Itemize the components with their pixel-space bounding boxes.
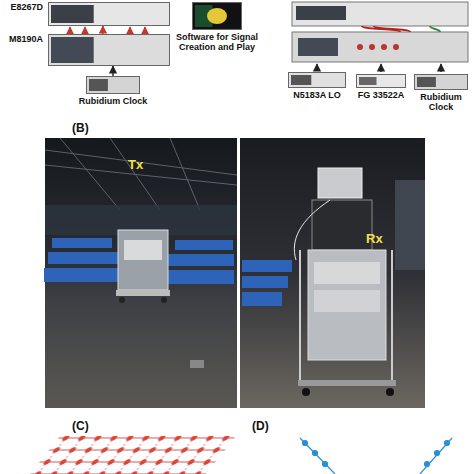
instrument-outline [414,74,468,90]
device-label: Rx [366,232,383,246]
instrument-label: Rubidium Clock [413,92,469,113]
device-label: Tx [128,158,143,172]
instrument-outline [288,72,346,88]
awg-instrument: M8190A [48,34,170,66]
photo-rx [240,138,425,408]
instrument-label: M8190A [9,34,43,44]
clock-instrument: Rubidium Clock [86,76,140,94]
instrument-label: E8267D [10,2,43,12]
panel-label: (D) [252,420,269,433]
panel-label: (C) [72,420,89,433]
panel-label: (B) [72,122,89,135]
instrument-outline [48,2,170,26]
instrument-outline [48,34,170,66]
signal-arrow [102,26,103,34]
clock-instrument: Rubidium Clock [414,74,468,90]
photo-tx [44,138,237,408]
receiver-instruments [292,2,468,72]
instrument-label: Software for Signal Creation and Play [167,32,267,53]
function-generator: FG 33522A [356,74,406,88]
array-lines [300,438,452,474]
signal-arrow [112,66,113,76]
instrument-outline [356,74,406,88]
instrument-outline [192,2,242,30]
signal-generator: E8267D [48,2,170,26]
rf-cables [70,27,145,34]
instrument-label: FG 33522A [351,90,411,100]
software-monitor: Software for Signal Creation and Play [192,2,242,30]
array-grid [30,436,236,474]
instrument-outline [86,76,140,94]
instrument-label: N5183A LO [282,90,352,100]
instrument-label: Rubidium Clock [73,96,153,106]
lo-instrument: N5183A LO [288,72,346,88]
